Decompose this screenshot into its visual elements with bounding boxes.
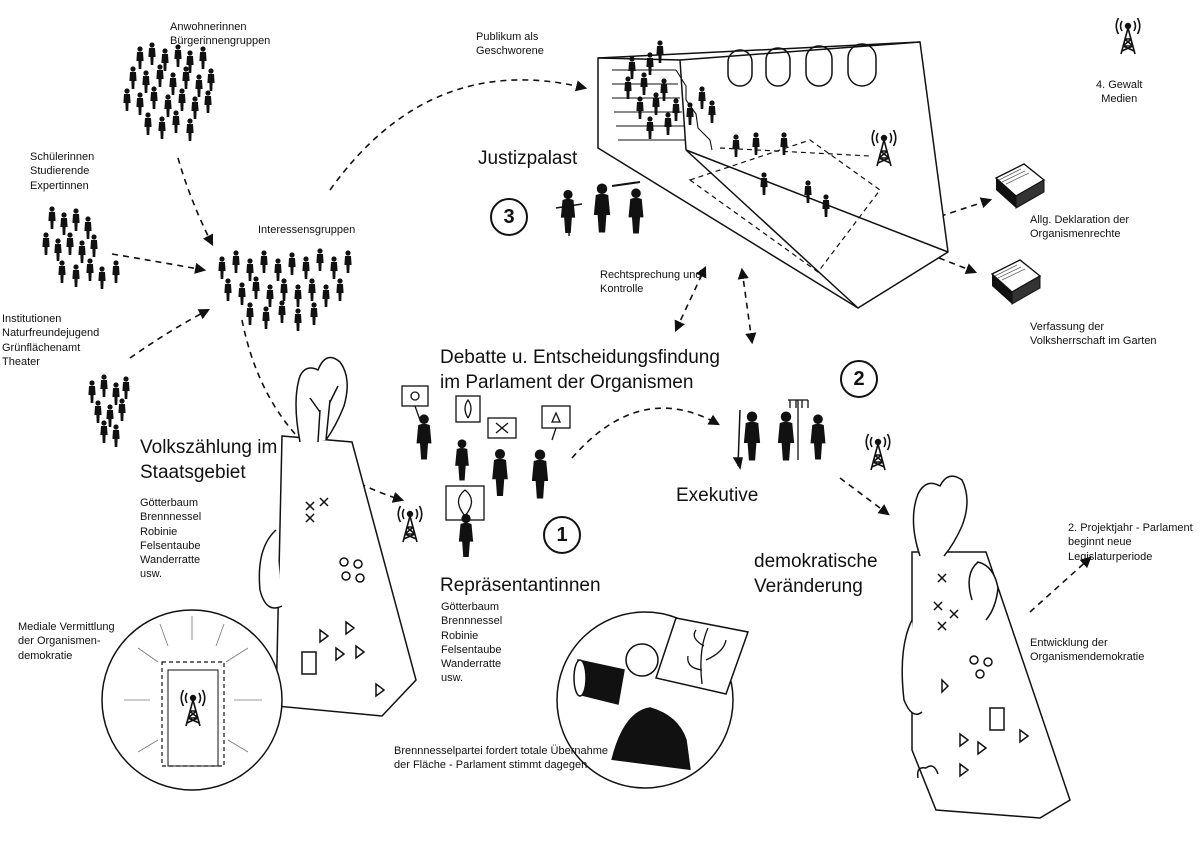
label-institutions: Institutionen Naturfreundejugend Grünflä… [2,312,99,369]
title-change-line2: Veränderung [754,575,863,597]
judges-figures [555,181,644,236]
list-census: Götterbaum Brennnessel Robinie Felsentau… [140,496,201,582]
label-institutions-line4: Theater [2,355,40,368]
book-icon-declaration [995,163,1045,209]
label-judiciary-sub: Rechtsprechung und Kontrolle [600,268,702,297]
label-audience: Publikum als Geschworene [476,30,544,59]
census-item: Felsentaube [140,539,201,552]
badge-executive: 2 [840,360,878,398]
label-media-mediation-line3: demokratie [18,649,73,662]
label-judiciary-sub-line1: Rechtsprechung und [600,269,702,281]
label-students-line2: Studierende [30,165,90,178]
label-media-mediation-line2: der Organismen- [18,635,101,648]
label-interest-groups: Interessensgruppen [258,224,356,236]
label-development: Entwicklung der Organismendemokratie [1030,636,1144,665]
tower-icon-executive [865,433,891,471]
label-institutions-line3: Grünflächenamt [2,341,81,354]
tower-icon-parliament [397,505,423,543]
title-parliament-line1: Debatte u. Entscheidungsfindung [440,347,720,368]
label-media-mediation-line1: Mediale Vermittlung [18,621,115,633]
label-students-line1: Schülerinnen [30,151,95,163]
label-students: Schülerinnen Studierende Expertinnen [30,150,94,193]
future-territory-drawing [901,475,1071,819]
rep-item: usw. [441,672,464,685]
rep-item: Brennnessel [441,615,503,628]
crowd-institutions [88,374,130,447]
caption-nettle-party-line2: der Fläche - Parlament stimmt dagegen [394,759,588,772]
executive-figures [732,399,826,471]
title-executive: Exekutive [676,485,759,506]
title-change: demokratische Veränderung [754,550,878,599]
title-change-line1: demokratische [754,551,878,572]
tower-icon-media [1115,17,1141,55]
label-institutions-line1: Institutionen [2,313,62,325]
badge-parliament: 1 [543,516,581,554]
census-territory-drawing [258,356,417,717]
label-year2-line3: Legislaturperiode [1068,550,1153,563]
title-census-line2: Staatsgebiet [140,461,246,483]
label-constitution-line1: Verfassung der [1030,321,1104,333]
caption-nettle-party-line1: Brennnesselpartei fordert totale Übernah… [394,745,609,757]
title-judiciary: Justizpalast [478,148,578,169]
label-judiciary-sub-line2: Kontrolle [600,283,644,296]
census-item: Götterbaum [140,497,199,509]
census-item: Robinie [140,525,178,538]
label-declaration-line1: Allg. Deklaration der [1030,214,1130,226]
badge-judiciary: 3 [490,198,528,236]
label-audience-line1: Publikum als [476,31,539,43]
rep-item: Robinie [441,629,479,642]
crowd-students [42,206,120,289]
crowd-interest-groups [218,248,352,331]
label-year2-line1: 2. Projektjahr - Parlament [1068,522,1193,534]
label-audience-line2: Geschworene [476,45,544,58]
label-media-line2: Medien [1101,93,1138,106]
label-students-line3: Expertinnen [30,179,89,192]
label-constitution-line2: Volksherrschaft im Garten [1030,335,1157,348]
title-parliament-line2: im Parlament der Organismen [440,371,694,393]
label-residents-line1: Anwohnerinnen [170,21,247,33]
label-residents: Anwohnerinnen Bürgerinnengruppen [170,20,270,49]
label-declaration-line2: Organismenrechte [1030,228,1121,241]
label-residents-line2: Bürgerinnengruppen [170,35,271,48]
title-census-line1: Volkszählung im [140,437,278,458]
label-year2-line2: beginnt neue [1068,536,1132,549]
rep-item: Felsentaube [441,643,502,656]
caption-nettle-party: Brennnesselpartei fordert totale Übernah… [394,744,608,773]
representatives-figures [401,385,571,557]
rep-item: Wanderratte [441,658,502,671]
label-institutions-line2: Naturfreundejugend [2,327,100,340]
label-media-mediation: Mediale Vermittlung der Organismen- demo… [18,620,115,663]
label-media-line1: 4. Gewalt [1096,79,1143,91]
list-representatives: Götterbaum Brennnessel Robinie Felsentau… [441,600,502,686]
crowd-residents [123,42,215,141]
census-item: usw. [140,568,163,581]
label-development-line1: Entwicklung der [1030,637,1108,649]
title-census: Volkszählung im Staatsgebiet [140,436,277,485]
label-year2: 2. Projektjahr - Parlament beginnt neue … [1068,521,1193,564]
book-icon-constitution [991,259,1041,305]
label-declaration: Allg. Deklaration der Organismenrechte [1030,213,1129,242]
protester-drawing [556,611,749,789]
label-media: 4. Gewalt Medien [1096,78,1142,107]
label-constitution: Verfassung der Volksherrschaft im Garten [1030,320,1157,349]
rep-item: Götterbaum [441,601,500,613]
label-development-line2: Organismendemokratie [1030,651,1145,664]
census-item: Brennnessel [140,511,202,524]
title-representatives: Repräsentantinnen [440,575,601,596]
census-item: Wanderratte [140,554,201,567]
title-parliament: Debatte u. Entscheidungsfindung im Parla… [440,346,720,395]
